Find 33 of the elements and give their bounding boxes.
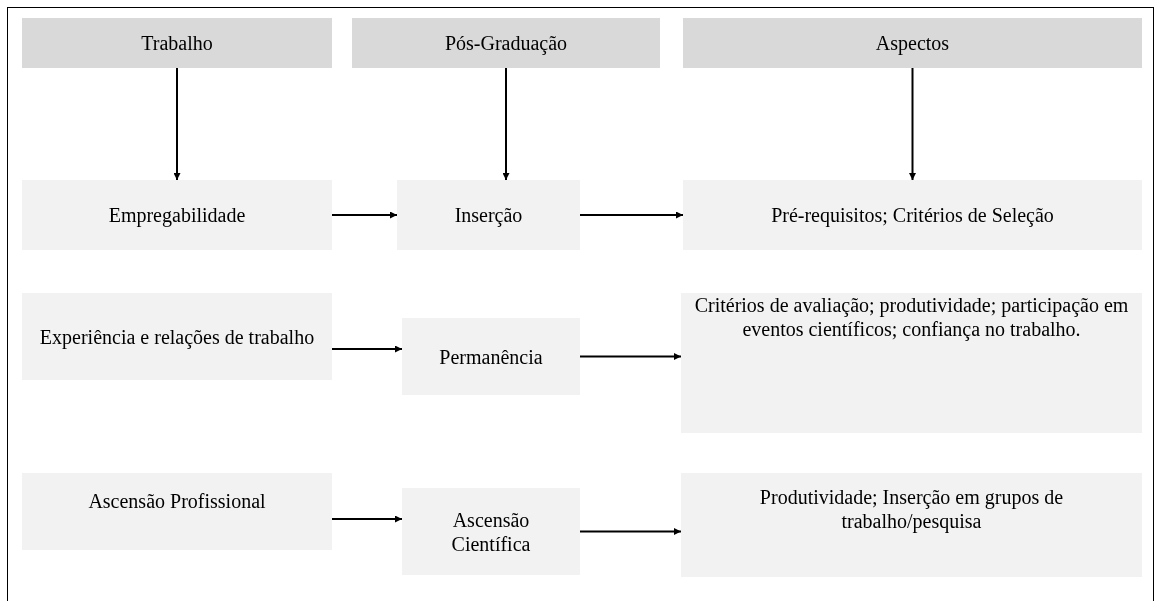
box-label: Ascensão Científica xyxy=(450,507,532,556)
arrow xyxy=(331,211,398,219)
arrow xyxy=(502,67,510,181)
header-box xyxy=(683,18,1142,68)
box-label: Produtividade; Inserção em grupos de trabalho/pesquisa xyxy=(758,485,1065,533)
box-label: Aspectos xyxy=(875,31,950,55)
header-box xyxy=(22,18,332,68)
box-label: Inserção xyxy=(454,203,523,227)
header-box xyxy=(352,18,660,68)
arrow xyxy=(579,528,682,535)
box-label: Pré-requisitos; Critérios de Seleção xyxy=(771,203,1054,227)
box-label: Ascensão Profissional xyxy=(88,489,266,513)
process-box xyxy=(683,180,1142,250)
process-box xyxy=(681,293,1142,433)
box-label: Critérios de avaliação; produtividade; participação em eventos científicos; confiança no trabalho. xyxy=(693,293,1130,341)
box-label: Experiência e relações de trabalho xyxy=(39,324,315,349)
arrow xyxy=(909,67,916,181)
box-label: Empregabilidade xyxy=(108,203,246,227)
box-label: Trabalho xyxy=(141,31,213,55)
process-box xyxy=(402,318,580,395)
process-box xyxy=(402,488,580,575)
box-label: Pós-Graduação xyxy=(444,31,568,55)
arrow xyxy=(331,515,403,523)
process-box xyxy=(22,180,332,250)
process-box xyxy=(397,180,580,250)
process-box xyxy=(22,293,332,380)
arrow xyxy=(331,345,403,353)
box-label: Permanência xyxy=(439,344,543,369)
arrow xyxy=(173,67,181,181)
process-box xyxy=(22,473,332,550)
arrow xyxy=(579,353,682,360)
process-box xyxy=(681,473,1142,577)
arrow xyxy=(579,211,684,219)
